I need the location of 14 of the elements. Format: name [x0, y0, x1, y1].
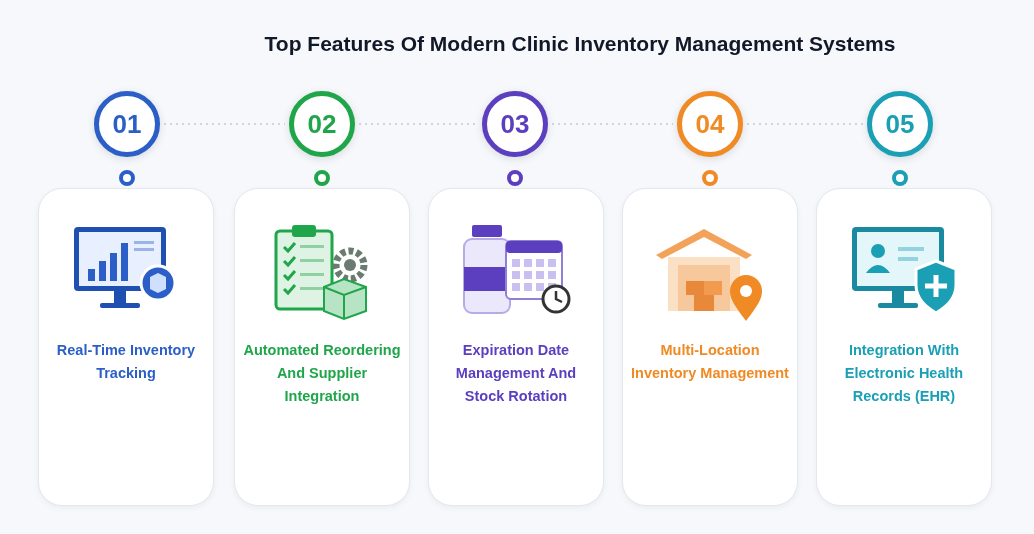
- dotted-connector: [163, 123, 286, 125]
- feature-text: Automated Reordering And Supplier Integration: [242, 341, 402, 406]
- feature-text: Real-Time Inventory Tracking: [55, 341, 197, 383]
- feature-card: [428, 188, 604, 506]
- feature-card: [816, 188, 992, 506]
- feature-text: Multi-Location Inventory Management: [630, 341, 790, 383]
- feature-card: [234, 188, 410, 506]
- feature-card: [38, 188, 214, 506]
- dotted-connector: [551, 123, 674, 125]
- feature-text: Integration With Electronic Health Records (EHR): [843, 341, 965, 406]
- feature-card: [622, 188, 798, 506]
- dotted-connector: [746, 123, 864, 125]
- feature-text: Expiration Date Management And Stock Rotation: [454, 341, 578, 406]
- title: Top Features Of Modern Clinic Inventory Management Systems: [263, 31, 897, 57]
